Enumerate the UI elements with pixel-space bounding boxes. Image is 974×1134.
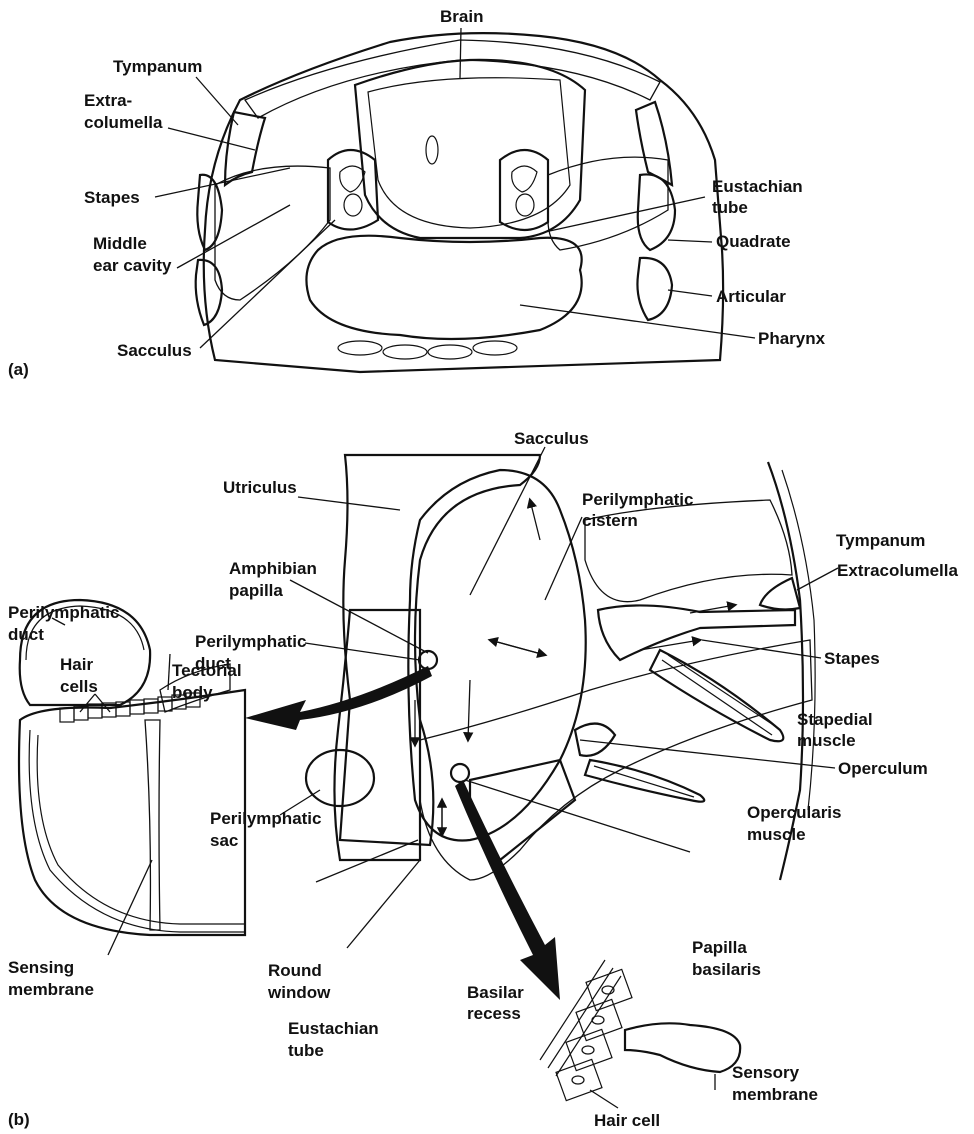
label-a-eustachian-2: tube bbox=[712, 198, 748, 217]
label-b-perilymphatic-cistern-2: cistern bbox=[582, 511, 638, 530]
perilymphatic-sac-shape bbox=[306, 750, 374, 806]
label-b-perilymphatic-sac-1: Perilymphatic bbox=[210, 809, 322, 828]
sensory-membrane-shape bbox=[625, 1023, 740, 1072]
label-b-eustachian-tube-1: Eustachian bbox=[288, 1019, 379, 1038]
label-b-hair-cells-2: cells bbox=[60, 677, 98, 696]
label-a-sacculus: Sacculus bbox=[117, 341, 192, 360]
panel-a-labels: (a) Brain Tympanum Extra- columella Stap… bbox=[8, 7, 826, 379]
pharynx bbox=[306, 236, 581, 339]
label-b-operculum: Operculum bbox=[838, 759, 928, 778]
label-b-hair-cell: Hair cell bbox=[594, 1111, 660, 1130]
label-b-sacculus: Sacculus bbox=[514, 429, 589, 448]
label-b-amphibian-papilla-1: Amphibian bbox=[229, 559, 317, 578]
leaders-a bbox=[155, 28, 755, 348]
panel-b-drawing bbox=[19, 447, 838, 1108]
label-b-stapedial-muscle-2: muscle bbox=[797, 731, 856, 750]
otic-left bbox=[328, 150, 378, 230]
label-a-middle-ear-1: Middle bbox=[93, 234, 147, 253]
label-b-perilymphatic-sac-2: sac bbox=[210, 831, 238, 850]
label-b-tympanum: Tympanum bbox=[836, 531, 925, 550]
label-b-perilymphatic-cistern-1: Perilymphatic bbox=[582, 490, 694, 509]
label-b-round-window-1: Round bbox=[268, 961, 322, 980]
label-b-extracolumella: Extracolumella bbox=[837, 561, 958, 580]
label-b-eustachian-tube-2: tube bbox=[288, 1041, 324, 1060]
label-b-utriculus: Utriculus bbox=[223, 478, 297, 497]
otic-right bbox=[500, 150, 548, 230]
stapes-bone bbox=[598, 605, 795, 660]
papilla-basilaris-dot bbox=[451, 764, 469, 782]
label-a-articular: Articular bbox=[716, 287, 786, 306]
label-b-tectorial-body-2: body bbox=[172, 683, 213, 702]
label-a-quadrate: Quadrate bbox=[716, 232, 791, 251]
articular-bone bbox=[637, 258, 672, 320]
label-b-sensing-membrane-2: membrane bbox=[8, 980, 94, 999]
label-a-brain: Brain bbox=[440, 7, 483, 26]
label-b-perilymphatic-duct-left-2: duct bbox=[8, 625, 44, 644]
tympanum-right bbox=[636, 102, 672, 185]
label-b-papilla-basilaris-1: Papilla bbox=[692, 938, 747, 957]
utriculus-body bbox=[340, 455, 540, 845]
label-a-stapes: Stapes bbox=[84, 188, 140, 207]
label-b-amphibian-papilla-2: papilla bbox=[229, 581, 283, 600]
inset-sensory-membrane bbox=[540, 960, 740, 1108]
label-b-basilar-recess-2: recess bbox=[467, 1004, 521, 1023]
label-b-sensory-membrane-1: Sensory bbox=[732, 1063, 800, 1082]
label-b-perilymphatic-duct-1: Perilymphatic bbox=[195, 632, 307, 651]
label-b-sensing-membrane-1: Sensing bbox=[8, 958, 74, 977]
label-b-opercularis-muscle-1: Opercularis bbox=[747, 803, 842, 822]
label-b-basilar-recess-1: Basilar bbox=[467, 983, 524, 1002]
quadrate-bone bbox=[638, 174, 675, 250]
label-a-pharynx: Pharynx bbox=[758, 329, 826, 348]
label-a-extracolumella-1: Extra- bbox=[84, 91, 132, 110]
label-b-hair-cells-1: Hair bbox=[60, 655, 93, 674]
eustachian-band bbox=[420, 640, 812, 880]
opercularis-muscle bbox=[585, 760, 704, 802]
label-b-stapes: Stapes bbox=[824, 649, 880, 668]
label-b-round-window-2: window bbox=[267, 983, 331, 1002]
panel-a-label: (a) bbox=[8, 360, 29, 379]
stapedial-muscle bbox=[650, 650, 783, 741]
label-a-extracolumella-2: columella bbox=[84, 113, 163, 132]
label-a-tympanum: Tympanum bbox=[113, 57, 202, 76]
big-arrow-down bbox=[455, 780, 560, 1000]
label-b-stapedial-muscle-1: Stapedial bbox=[797, 710, 873, 729]
label-a-middle-ear-2: ear cavity bbox=[93, 256, 172, 275]
label-b-papilla-basilaris-2: basilaris bbox=[692, 960, 761, 979]
sensing-membrane-stalk bbox=[145, 720, 160, 930]
label-a-eustachian-1: Eustachian bbox=[712, 177, 803, 196]
panel-a-drawing bbox=[155, 28, 755, 372]
label-b-tectorial-body-1: Tectorial bbox=[172, 661, 242, 680]
floor-bones bbox=[338, 341, 517, 359]
middle-ear-right bbox=[548, 157, 668, 250]
skull-outline bbox=[204, 33, 723, 372]
panel-b-label: (b) bbox=[8, 1110, 30, 1129]
label-b-sensory-membrane-2: membrane bbox=[732, 1085, 818, 1104]
label-b-perilymphatic-duct-left-1: Perilymphatic bbox=[8, 603, 120, 622]
panel-b-labels: (b) Sacculus Utriculus Perilymphatic cis… bbox=[8, 429, 958, 1130]
label-b-opercularis-muscle-2: muscle bbox=[747, 825, 806, 844]
extracolumella-shape bbox=[760, 578, 800, 609]
